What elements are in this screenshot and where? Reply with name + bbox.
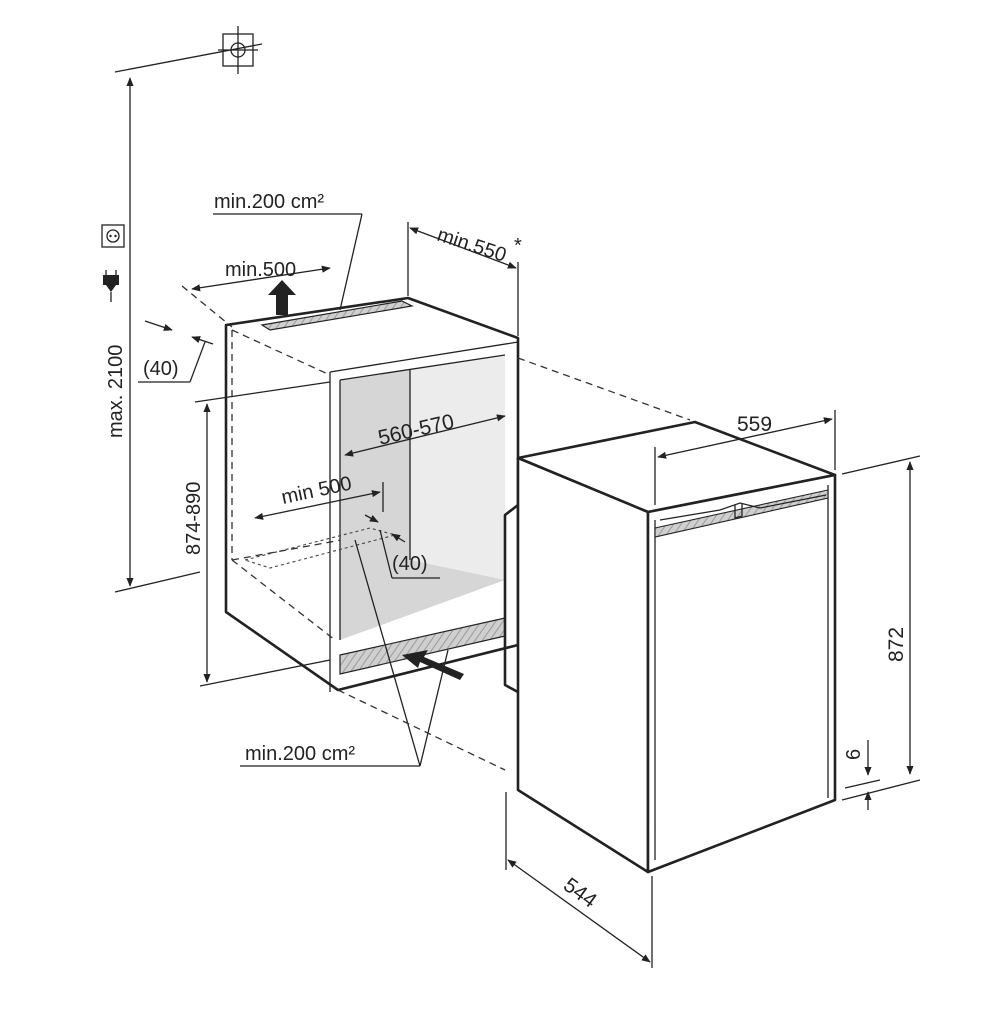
max-height-dimension: max. 2100 xyxy=(105,77,201,593)
max-height-label: max. 2100 xyxy=(105,345,127,438)
vent-bottom-area-label: min.200 cm² xyxy=(245,743,355,765)
vent-top-depth-dimension: min.500 xyxy=(191,259,331,292)
airflow-up-arrow xyxy=(268,280,296,315)
gap-bottom-dimension: (40) xyxy=(364,514,440,579)
appliance-height-dimension: 872 xyxy=(841,455,921,801)
door-clearance-note: * xyxy=(514,235,522,257)
niche-height-label: 874-890 xyxy=(183,482,205,555)
appliance-width-dimension: 559 xyxy=(654,410,836,505)
vent-top-area-dimension: min.200 cm² xyxy=(213,191,363,311)
socket-icon xyxy=(101,224,125,248)
plug-icon xyxy=(103,270,119,302)
vent-bottom-area-dimension: min.200 cm² xyxy=(240,539,449,767)
airflow-in-arrow xyxy=(402,650,464,680)
vent-top-depth-label: min.500 xyxy=(225,259,296,281)
vent-top-area-label: min.200 cm² xyxy=(214,191,324,213)
refrigerator-body xyxy=(503,420,837,874)
appliance-depth-label: 544 xyxy=(559,873,601,912)
appliance-width-label: 559 xyxy=(737,413,772,436)
door-clearance-label: min.550 xyxy=(434,224,508,267)
appliance-height-label: 872 xyxy=(885,627,908,662)
niche-height-dimension: 874-890 xyxy=(183,381,331,687)
gap-bottom-label: (40) xyxy=(392,553,428,575)
ceiling-light-icon xyxy=(114,26,263,74)
gap-top-label: (40) xyxy=(143,358,179,380)
gap-top-dimension: (40) xyxy=(138,320,214,383)
door-offset-label: 6 xyxy=(843,749,865,760)
door-offset-dimension: 6 xyxy=(843,740,881,810)
